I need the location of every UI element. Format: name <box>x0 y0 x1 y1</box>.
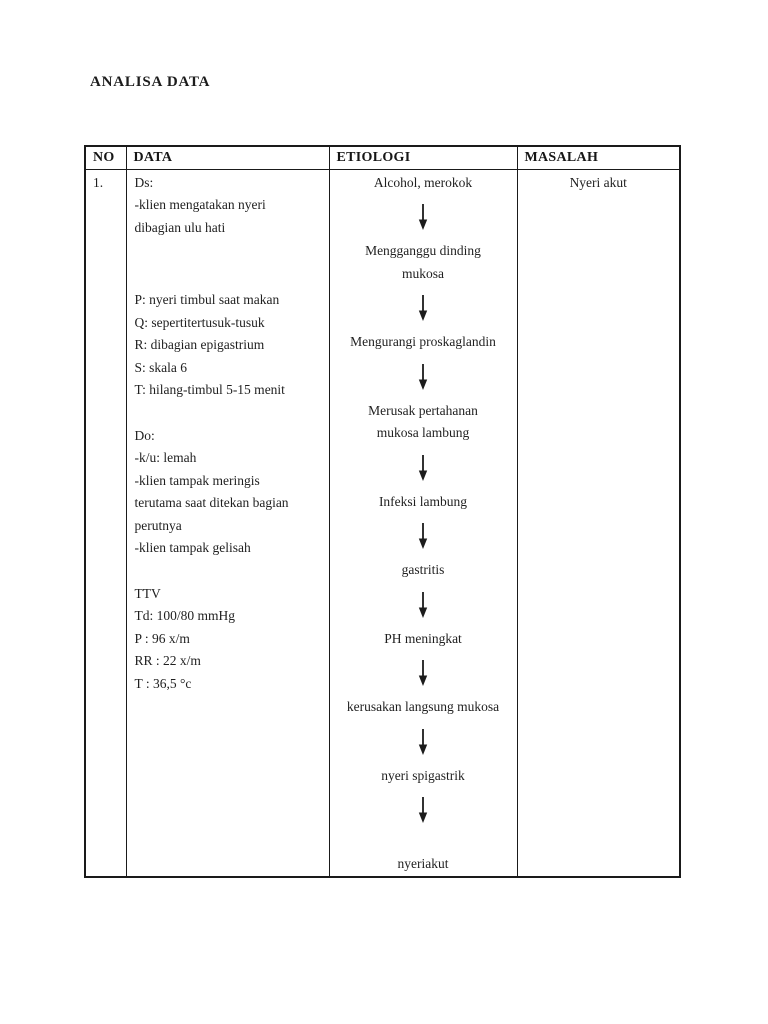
down-arrow-icon <box>334 454 513 481</box>
data-line: P: nyeri timbul saat makan <box>134 292 280 307</box>
etiologi-step: Mengurangi proskaglandin <box>350 334 496 349</box>
data-line: T : 36,5 °c <box>134 675 192 691</box>
etiologi-step: Mengganggu dinding mukosa <box>365 243 481 281</box>
data-line: -k/u: lemah <box>134 450 197 465</box>
data-line: -klien mengatakan nyeri <box>134 197 266 212</box>
data-line: R: dibagian epigastrium <box>134 337 265 352</box>
column-header-masalah: MASALAH <box>516 145 681 170</box>
data-cell: Ds: -klien mengatakan nyeri dibagian ulu… <box>125 168 330 877</box>
down-arrow-icon <box>334 591 513 618</box>
data-line: dibagian ulu hati <box>134 219 226 235</box>
masalah-value: Nyeri akut <box>569 174 627 190</box>
row-number: 1. <box>93 174 104 190</box>
data-line: -klien tampak gelisah <box>134 540 251 555</box>
table-row: 1. Ds: -klien mengatakan nyeri dibagian … <box>84 168 681 877</box>
column-header-etiologi: ETIOLOGI <box>328 145 518 170</box>
row-number-cell: 1. <box>84 168 127 877</box>
etiologi-step: Merusak pertahanan mukosa lambung <box>368 402 478 441</box>
pqrst-group: P: nyeri timbul saat makan Q: sepertiter… <box>135 289 325 402</box>
down-arrow-icon <box>334 523 513 549</box>
down-arrow-icon <box>334 660 513 686</box>
column-header-no: NO <box>84 145 127 170</box>
data-line: RR : 22 x/m <box>134 653 201 668</box>
etiologi-step: gastritis <box>401 562 445 577</box>
down-arrow-icon <box>334 295 513 321</box>
down-arrow-icon <box>334 363 513 390</box>
header-row: NO DATA ETIOLOGI MASALAH <box>84 145 681 170</box>
down-arrow-icon <box>334 728 513 755</box>
etiologi-cell: Alcohol, merokok Mengganggu dinding muko… <box>328 168 518 877</box>
down-arrow-icon <box>334 797 513 823</box>
masalah-cell: Nyeri akut <box>516 168 681 877</box>
etiologi-step: nyeriakut <box>397 856 449 871</box>
subjective-data-group: Ds: -klien mengatakan nyeri dibagian ulu… <box>135 172 325 240</box>
data-line: T: hilang-timbul 5-15 menit <box>134 382 285 397</box>
data-line: TTV <box>134 585 161 601</box>
etiologi-step: Infeksi lambung <box>378 493 468 509</box>
etiologi-step: kerusakan langsung mukosa <box>346 699 500 714</box>
document-title: ANALISA DATA <box>90 74 211 90</box>
etiologi-step: Alcohol, merokok <box>373 174 473 190</box>
data-line: S: skala 6 <box>134 359 188 375</box>
vital-signs-group: TTV Td: 100/80 mmHg P : 96 x/m RR : 22 x… <box>135 583 325 696</box>
down-arrow-icon <box>334 204 513 230</box>
etiologi-step: PH meningkat <box>384 630 462 646</box>
data-line: terutama saat ditekan bagian <box>134 495 289 510</box>
data-line: Ds: <box>134 174 154 190</box>
etiologi-step: nyeri spigastrik <box>381 767 465 783</box>
column-header-data: DATA <box>125 145 330 170</box>
data-line: perutnya <box>134 517 182 533</box>
data-line: Q: sepertitertusuk-tusuk <box>134 314 265 330</box>
data-line: -klien tampak meringis <box>134 472 260 488</box>
data-line: P : 96 x/m <box>134 630 190 646</box>
data-line: Td: 100/80 mmHg <box>134 608 236 623</box>
analysis-table: NO DATA ETIOLOGI MASALAH 1. Ds: -klien m… <box>84 145 681 878</box>
data-line: Do: <box>134 427 155 443</box>
objective-data-group: Do: -k/u: lemah -klien tampak meringis t… <box>135 425 325 560</box>
